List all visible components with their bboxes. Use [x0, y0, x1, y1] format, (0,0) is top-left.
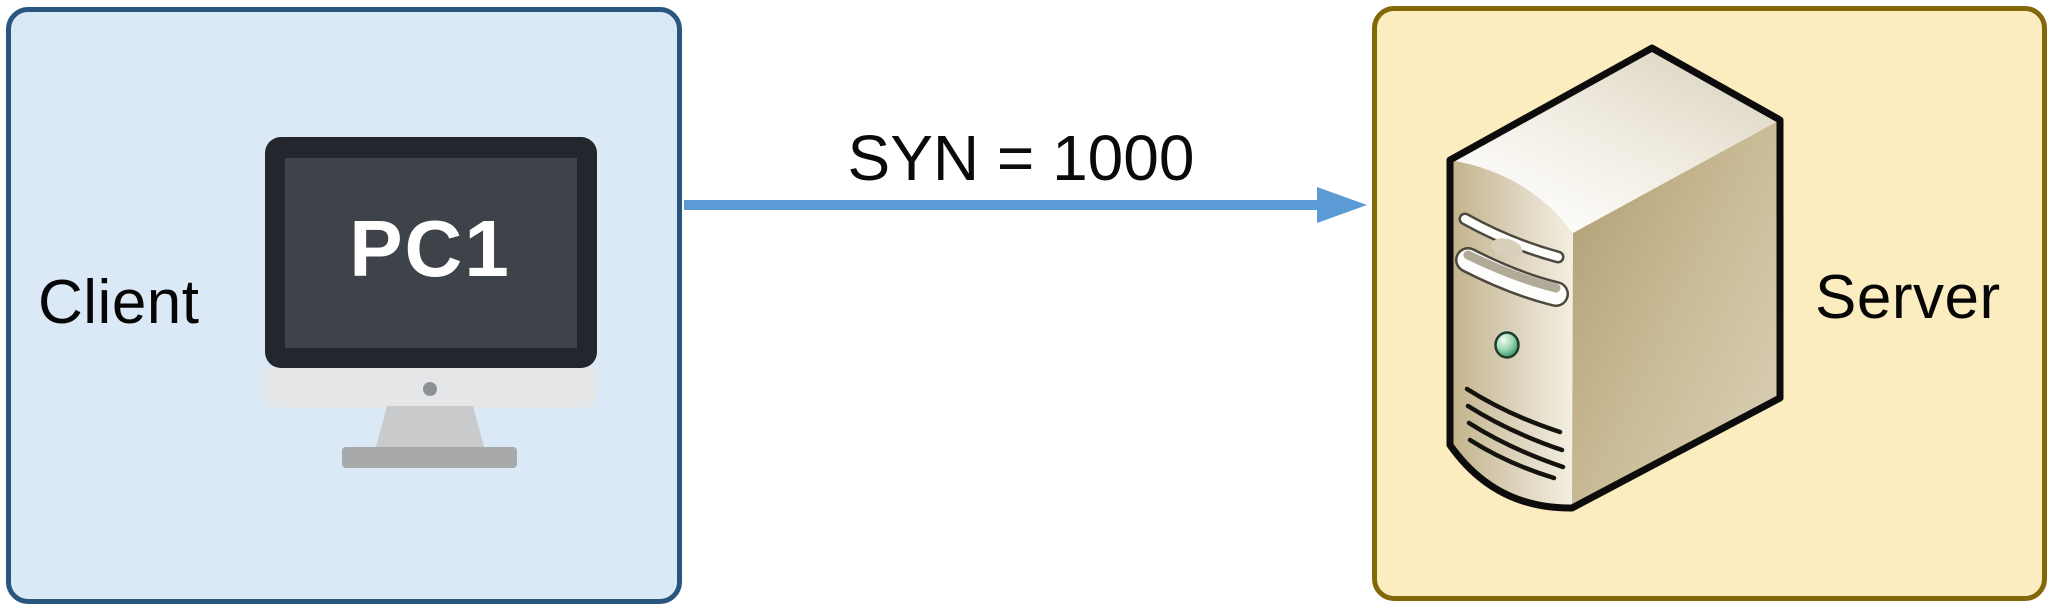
server-drive-bay-shadow — [1463, 250, 1561, 293]
server-tower-icon — [1446, 44, 1784, 512]
monitor-stand-neck — [376, 406, 484, 447]
monitor-screen-label: PC1 — [349, 204, 511, 293]
desktop-monitor-icon: PC1 — [265, 137, 597, 468]
message-arrow-line — [684, 200, 1320, 210]
server-side-face — [1572, 120, 1780, 508]
server-outline — [1446, 44, 1784, 512]
server-power-button — [1494, 331, 1520, 359]
server-drive-bay — [1457, 249, 1567, 305]
monitor-stand-base — [342, 447, 517, 468]
monitor-screen — [285, 158, 577, 348]
server-vent-lines — [1464, 386, 1566, 481]
server-cd-tray-knob — [1491, 238, 1523, 258]
monitor-camera-dot — [423, 382, 437, 396]
server-label: Server — [1815, 263, 2001, 332]
server-top-face — [1450, 48, 1780, 233]
client-label: Client — [38, 268, 200, 337]
message-label: SYN = 1000 — [847, 122, 1195, 194]
message-arrow-head — [1317, 187, 1367, 223]
